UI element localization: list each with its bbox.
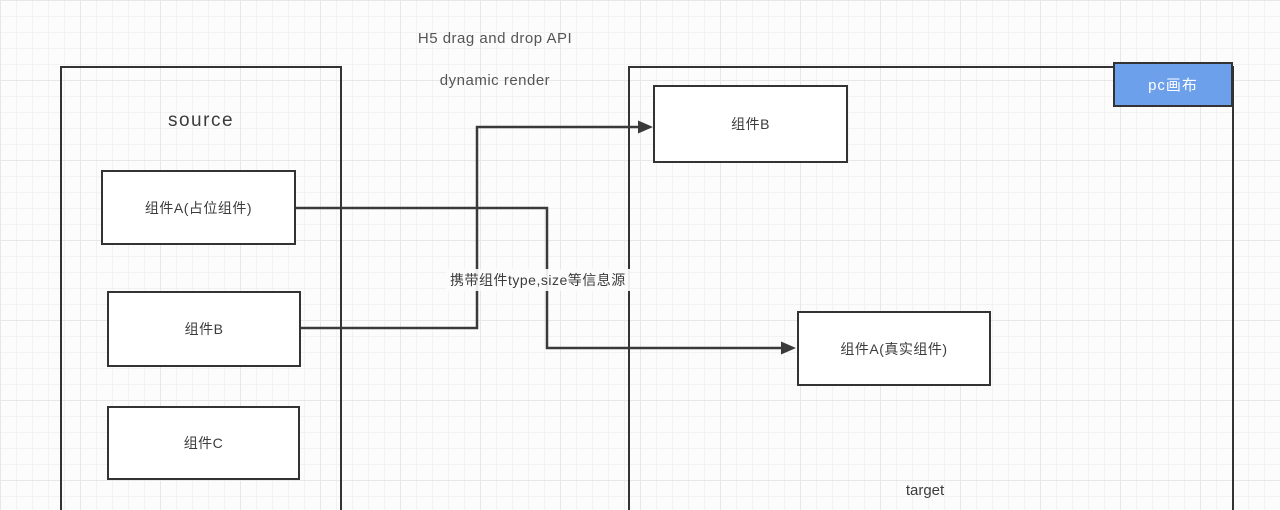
component-box-c-source: 组件C — [107, 406, 300, 480]
target-panel-label: target — [905, 482, 945, 499]
component-box-b-target-label: 组件B — [731, 116, 770, 132]
component-box-b-source-label: 组件B — [184, 321, 224, 337]
component-box-a-real-label: 组件A(真实组件) — [840, 340, 948, 357]
diagram-title: H5 drag and drop API — [417, 30, 573, 47]
diagram-subtitle: dynamic render — [439, 72, 551, 89]
edge-info-label: 携带组件type,size等信息源 — [446, 269, 630, 291]
component-box-a-placeholder: 组件A(占位组件) — [101, 170, 296, 245]
pc-canvas-tab-label: pc画布 — [1148, 77, 1198, 94]
component-box-c-source-label: 组件C — [183, 435, 224, 451]
source-panel-title: source — [167, 110, 235, 131]
component-box-a-placeholder-label: 组件A(占位组件) — [144, 199, 253, 216]
component-box-b-source: 组件B — [107, 291, 301, 367]
component-box-b-target: 组件B — [653, 85, 848, 163]
component-box-a-real: 组件A(真实组件) — [797, 311, 991, 386]
pc-canvas-tab: pc画布 — [1113, 62, 1233, 107]
connector-b-path — [301, 125, 639, 330]
